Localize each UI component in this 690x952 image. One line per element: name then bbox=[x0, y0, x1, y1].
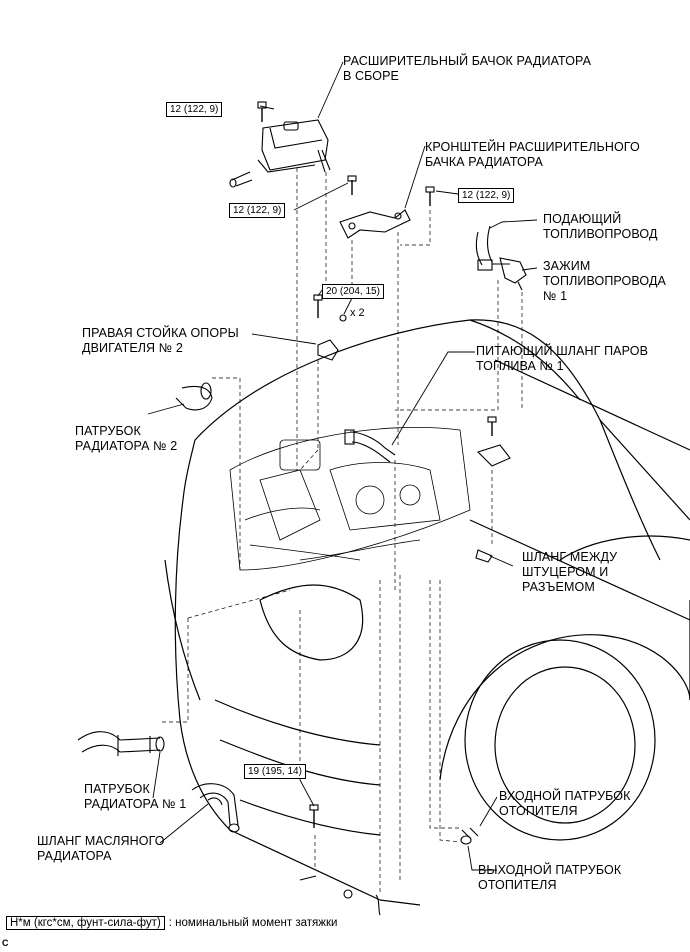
radiator-hose-2-part bbox=[175, 382, 213, 411]
engine-mount-part bbox=[313, 294, 347, 361]
label-fuel-supply: ПОДАЮЩИЙ ТОПЛИВОПРОВОД bbox=[543, 212, 658, 241]
reservoir-part bbox=[229, 101, 331, 188]
legend-text: : номинальный момент затяжки bbox=[168, 917, 338, 929]
torque-box: 12 (122, 9) bbox=[458, 188, 515, 203]
label-vapor-hose: ПИТАЮЩИЙ ШЛАНГ ПАРОВ ТОПЛИВА № 1 bbox=[476, 344, 649, 373]
torque-box: 20 (204, 15) bbox=[322, 284, 384, 299]
radiator-hose-1-part bbox=[77, 731, 165, 756]
label-oil-cooler-hose: ШЛАНГ МАСЛЯНОГО РАДИАТОРА bbox=[37, 834, 165, 863]
quantity-note: x 2 bbox=[350, 307, 365, 319]
label-bracket: КРОНШТЕЙН РАСШИРИТЕЛЬНОГО БАЧКА РАДИАТОР… bbox=[425, 140, 640, 169]
union-hose-part bbox=[475, 549, 493, 563]
label-reservoir: РАСШИРИТЕЛЬНЫЙ БАЧОК РАДИАТОРА В СБОРЕ bbox=[343, 54, 592, 83]
guide-lines bbox=[162, 168, 523, 895]
engine-bay-sketch bbox=[229, 427, 471, 571]
label-union-hose: ШЛАНГ МЕЖДУ ШТУЦЕРОМ И РАЗЪЕМОМ bbox=[522, 550, 618, 594]
corner-mark: C bbox=[2, 938, 9, 948]
fuel-supply-pipe-part bbox=[475, 225, 527, 291]
heater-pipes-part bbox=[460, 827, 479, 845]
bracket-part bbox=[339, 175, 435, 239]
label-fuel-clamp: ЗАЖИМ ТОПЛИВОПРОВОДА № 1 bbox=[543, 259, 666, 303]
vapor-hose-part bbox=[344, 429, 396, 463]
leader-lines bbox=[147, 61, 538, 871]
label-heater-inlet: ВХОДНОЙ ПАТРУБОК ОТОПИТЕЛЯ bbox=[499, 789, 631, 818]
oil-cooler-hose-part bbox=[191, 783, 240, 833]
torque-box: 12 (122, 9) bbox=[229, 203, 286, 218]
label-heater-outlet: ВЫХОДНОЙ ПАТРУБОК ОТОПИТЕЛЯ bbox=[478, 863, 622, 892]
bolt-right-part bbox=[476, 416, 511, 467]
label-engine-mount: ПРАВАЯ СТОЙКА ОПОРЫ ДВИГАТЕЛЯ № 2 bbox=[82, 326, 239, 355]
legend-symbol: Н*м (кгс*см, фунт-сила-фут) bbox=[6, 916, 165, 930]
lower-parts bbox=[299, 804, 381, 916]
torque-box: 19 (195, 14) bbox=[244, 764, 306, 779]
label-radiator-hose-2: ПАТРУБОК РАДИАТОРА № 2 bbox=[75, 424, 178, 453]
legend: Н*м (кгс*см, фунт-сила-фут): номинальный… bbox=[6, 916, 338, 930]
torque-box: 12 (122, 9) bbox=[166, 102, 223, 117]
label-radiator-hose-1: ПАТРУБОК РАДИАТОРА № 1 bbox=[84, 782, 187, 811]
